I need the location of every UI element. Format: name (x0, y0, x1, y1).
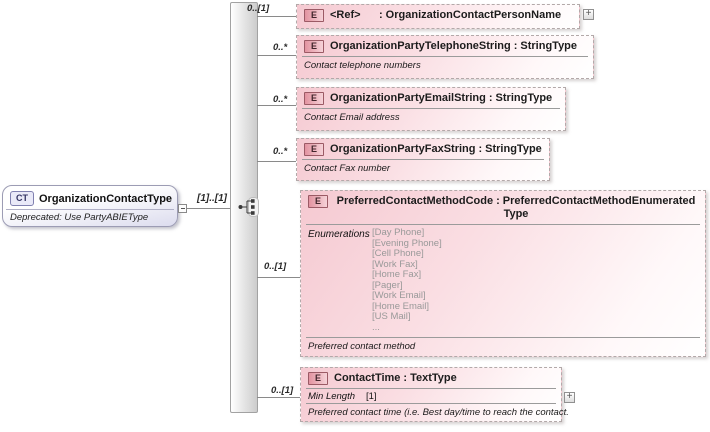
element-type: StringType (520, 40, 578, 52)
complex-type-name: OrganizationContactType (39, 192, 173, 205)
element-title: OrganizationPartyTelephoneString:StringT… (330, 40, 586, 53)
collapse-handle[interactable] (178, 204, 187, 213)
element-description: Preferred contact method (308, 341, 416, 352)
facet-value: [1] (366, 391, 377, 402)
element-name: OrganizationPartyTelephoneString (330, 40, 511, 52)
element-type: TextType (410, 372, 457, 384)
enumeration-value: [Home Fax] (372, 269, 422, 280)
divider (302, 56, 588, 57)
divider (302, 108, 560, 109)
element-badge-icon: E (304, 40, 324, 53)
cardinality-label: 0..[1] (247, 3, 270, 14)
divider (306, 337, 700, 338)
complex-type-badge-icon: CT (10, 191, 34, 206)
element-type: StringType (485, 143, 542, 155)
element-box[interactable]: E OrganizationPartyTelephoneString:String… (296, 35, 594, 79)
deprecation-note: Deprecated: Use PartyABIEType (10, 212, 149, 223)
complex-type-box[interactable]: CT OrganizationContactType Deprecated: U… (2, 185, 178, 227)
divider (6, 209, 174, 210)
divider (306, 388, 556, 389)
element-title: OrganizationPartyFaxString:StringType (330, 143, 542, 156)
divider (302, 159, 544, 160)
element-description: Contact telephone numbers (304, 60, 421, 71)
type-separator: : (513, 40, 518, 52)
element-name: OrganizationPartyFaxString (330, 143, 476, 155)
element-description: Preferred contact time (i.e. Best day/ti… (308, 407, 569, 418)
element-box[interactable]: E PreferredContactMethodCode:PreferredCon… (300, 190, 706, 357)
complex-type-title-row: CT OrganizationContactType (3, 186, 177, 209)
cardinality-label: [1]..[1] (197, 193, 227, 204)
element-badge-icon: E (304, 143, 324, 156)
enumeration-value: [Pager] (372, 279, 403, 291)
minus-icon (180, 208, 185, 209)
element-box[interactable]: E OrganizationPartyEmailString:StringType… (296, 87, 566, 131)
element-type: PreferredContactMethodEnumeratedType (502, 195, 696, 220)
connector-line (257, 277, 300, 278)
element-title: ContactTime:TextType (334, 372, 554, 385)
enumeration-value: ... (372, 321, 380, 333)
element-badge-icon: E (308, 372, 328, 385)
type-separator: : (403, 372, 408, 384)
element-name: OrganizationPartyEmailString (330, 92, 486, 104)
cardinality-label: 0..* (273, 42, 288, 53)
connector-line (257, 105, 296, 106)
enumeration-value: [Work Fax] (372, 258, 418, 270)
element-title-row: E OrganizationPartyFaxString:StringType (297, 139, 549, 159)
element-box[interactable]: E <Ref>:OrganizationContactPersonName (296, 4, 580, 29)
enumeration-value: [Day Phone] (372, 227, 425, 238)
enumeration-value: [US Mail] (372, 311, 411, 322)
element-title-row: E PreferredContactMethodCode:PreferredCon… (301, 191, 705, 224)
element-badge-icon: E (308, 195, 328, 208)
expand-plus-icon[interactable]: + (564, 392, 575, 403)
element-description: Contact Fax number (304, 163, 391, 174)
element-type: OrganizationContactPersonName (385, 9, 562, 21)
element-title: <Ref>:OrganizationContactPersonName (330, 9, 572, 22)
type-separator: : (496, 195, 500, 207)
enumeration-values: [Day Phone][Evening Phone][Cell Phone][W… (372, 227, 442, 335)
cardinality-label: 0..[1] (264, 261, 287, 272)
cardinality-label: 0..* (273, 146, 288, 157)
element-name: <Ref> (330, 9, 361, 21)
facet-label: Min Length (308, 391, 356, 402)
element-name: PreferredContactMethodCode (336, 195, 494, 207)
enumerations-section: Enumerations[Day Phone][Evening Phone][C… (301, 225, 705, 337)
element-title-row: E ContactTime:TextType (301, 368, 561, 388)
element-title-row: E OrganizationPartyEmailString:StringType (297, 88, 565, 108)
enumeration-value: [Work Email] (372, 290, 426, 301)
sequence-icon[interactable] (237, 197, 260, 217)
element-title: OrganizationPartyEmailString:StringType (330, 92, 558, 105)
expand-plus-icon[interactable]: + (583, 9, 594, 20)
connector-line (257, 397, 300, 398)
divider (306, 224, 700, 225)
element-name: ContactTime (334, 372, 401, 384)
type-separator: : (379, 9, 383, 21)
element-title: PreferredContactMethodCode:PreferredCont… (334, 195, 698, 221)
element-badge-icon: E (304, 9, 324, 22)
element-title-row: E <Ref>:OrganizationContactPersonName (297, 5, 579, 25)
enumeration-value: [Home Email] (372, 300, 430, 312)
enumerations-label: Enumerations (308, 229, 370, 240)
divider (306, 403, 556, 404)
element-badge-icon: E (304, 92, 324, 105)
cardinality-label: 0..[1] (271, 385, 294, 396)
element-description: Contact Email address (304, 112, 400, 123)
enumeration-value: [Evening Phone] (372, 237, 442, 249)
cardinality-label: 0..* (273, 94, 288, 105)
connector-line (257, 55, 296, 56)
connector-line (257, 161, 296, 162)
connector-line (187, 208, 230, 209)
element-title-row: E OrganizationPartyTelephoneString:String… (297, 36, 593, 56)
connector-line (257, 16, 296, 17)
enumeration-value: [Cell Phone] (372, 248, 424, 259)
type-separator: : (488, 92, 493, 104)
facet-row: Min Length [1] (301, 389, 561, 403)
element-type: StringType (495, 92, 553, 104)
type-separator: : (478, 143, 483, 155)
